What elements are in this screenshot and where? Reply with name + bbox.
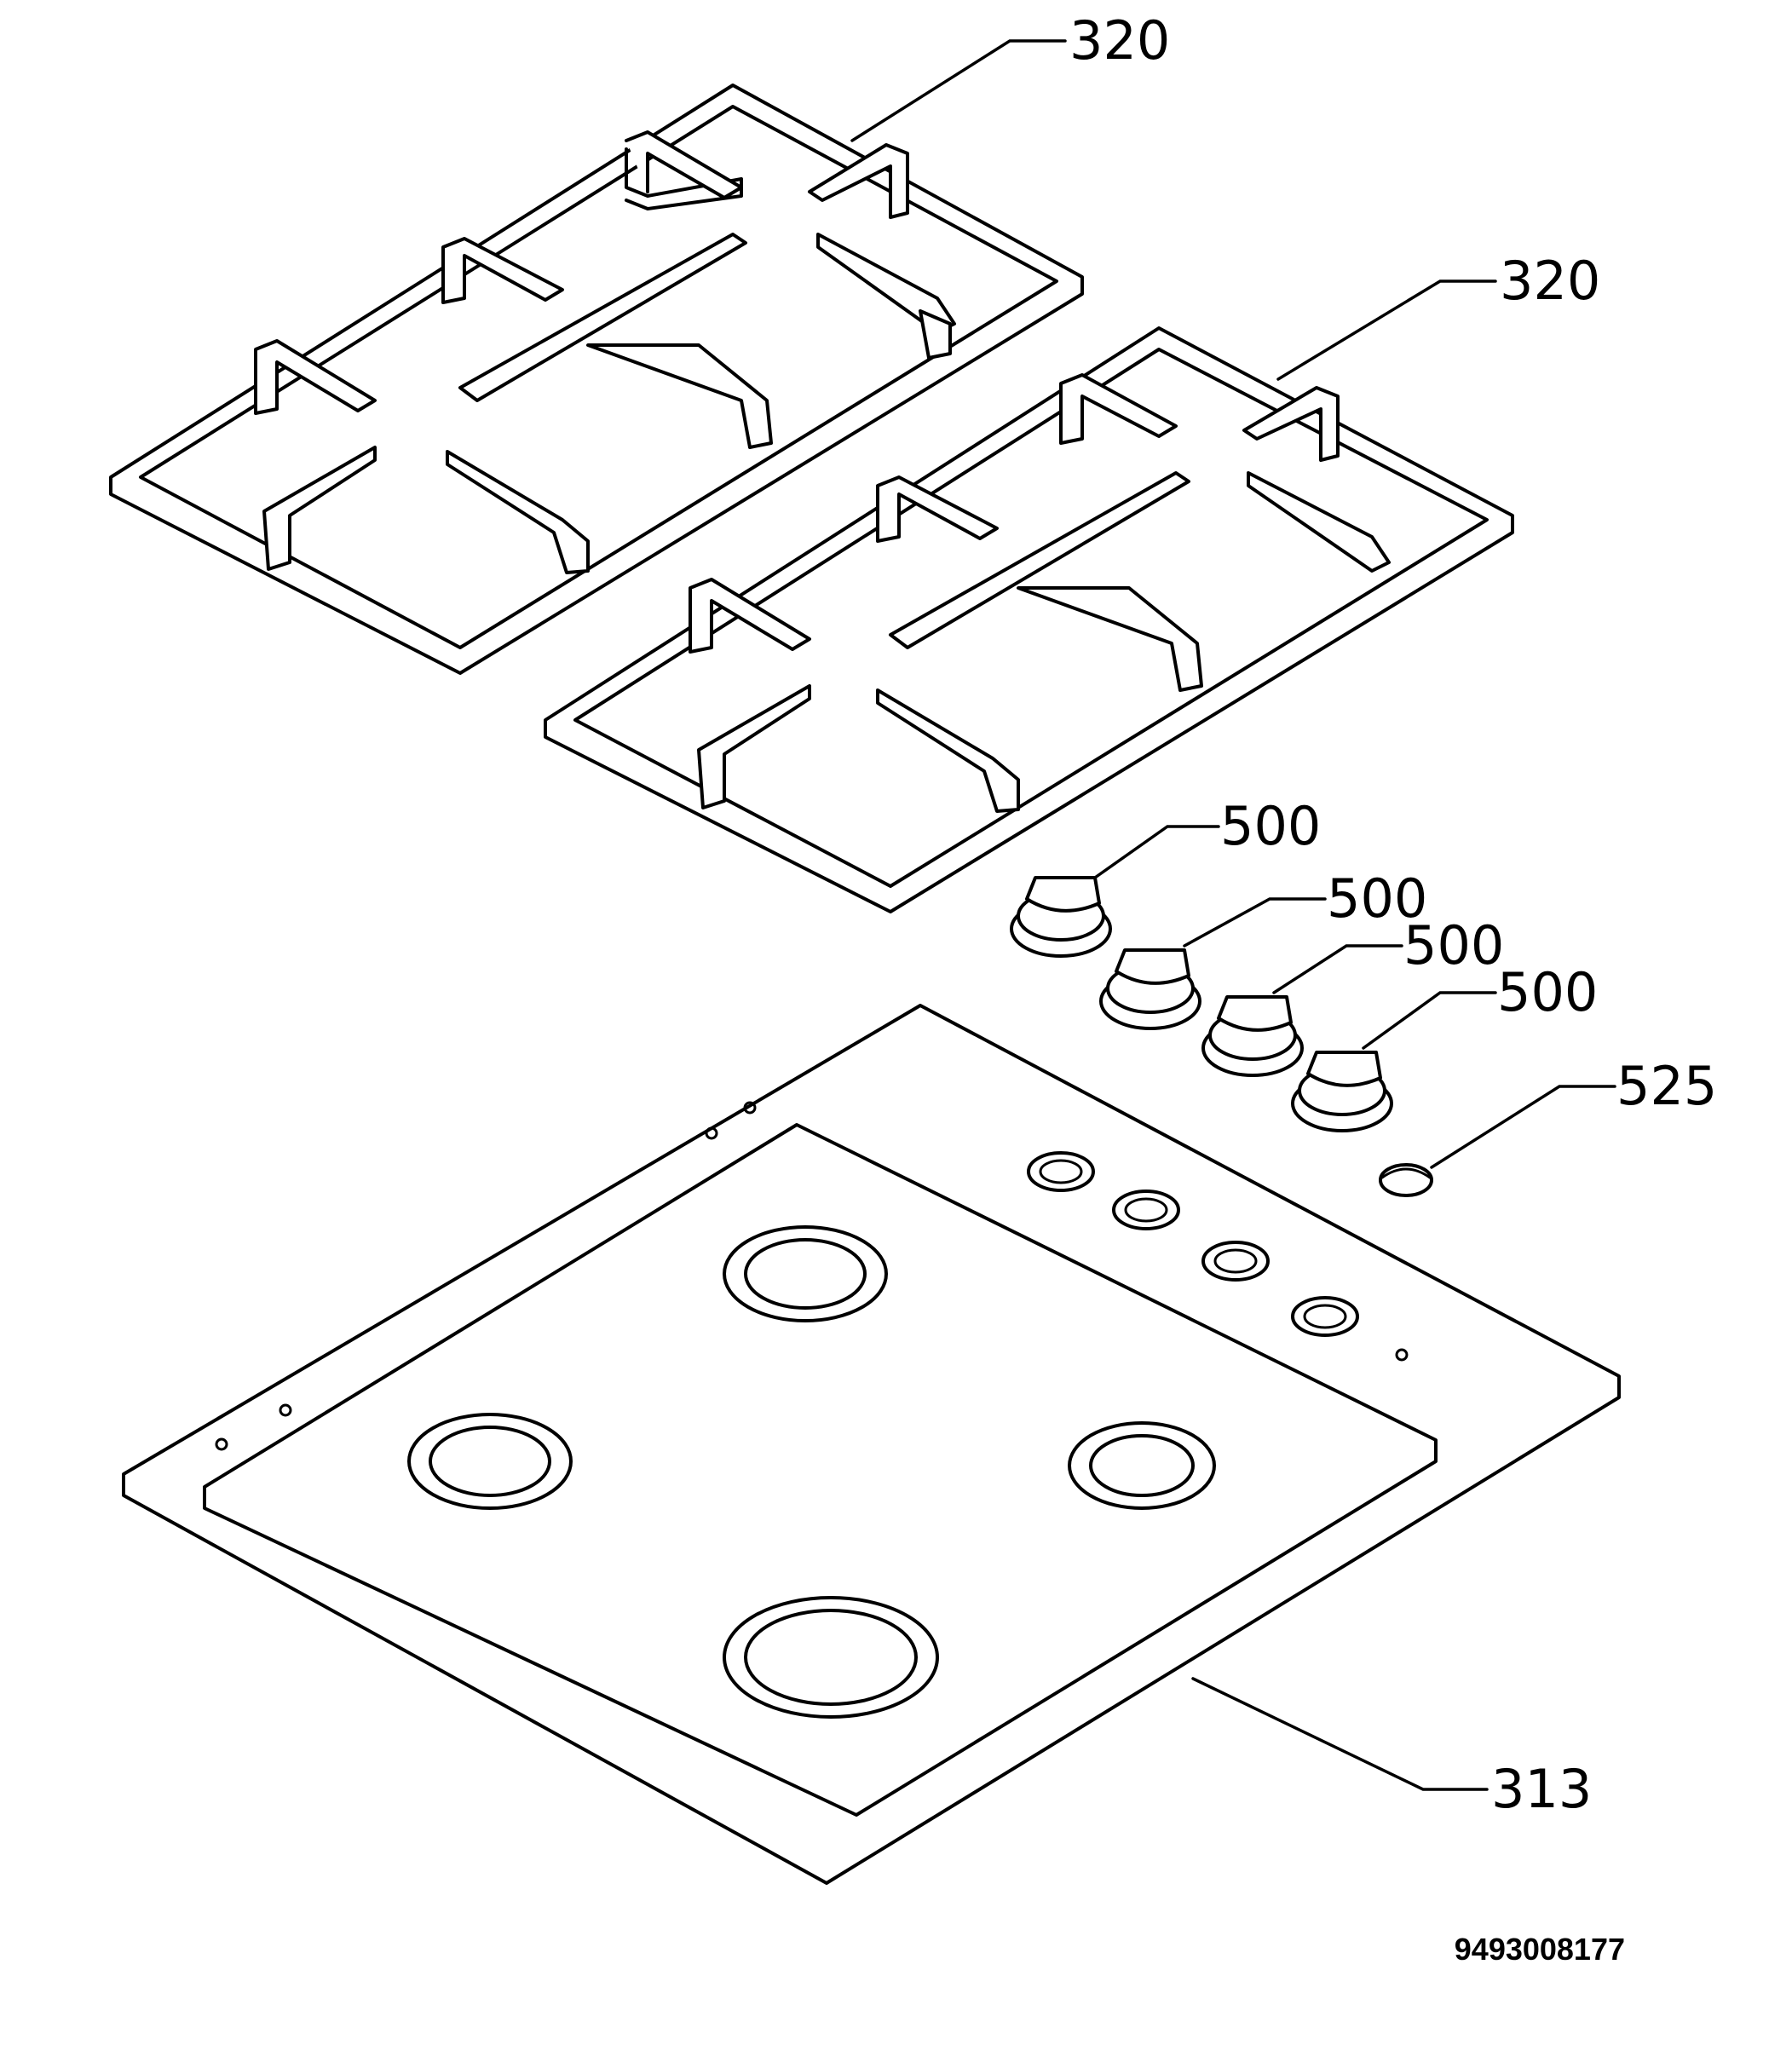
callout-label-knob-3: 500: [1403, 914, 1504, 976]
callout-label-grate-right: 320: [1500, 250, 1600, 312]
control-knob-4: [1291, 1051, 1393, 1132]
callout-label-knob-1: 500: [1220, 795, 1321, 857]
control-knob-3: [1201, 995, 1304, 1077]
pan-support-right: [544, 326, 1514, 913]
callout-label-grate-left: 320: [1069, 9, 1170, 72]
callout-leaders: [850, 39, 1616, 1791]
drawing-number: 9493008177: [1455, 1932, 1625, 1967]
control-knob-2: [1099, 948, 1201, 1030]
control-knob-1: [1010, 876, 1112, 958]
hob-top-plate: [122, 1004, 1621, 1885]
callout-label-hob-top: 313: [1491, 1758, 1592, 1820]
ignition-button: [1379, 1163, 1433, 1197]
pan-support-left: [109, 84, 1084, 675]
callout-label-knob-4: 500: [1497, 961, 1598, 1023]
callout-label-knob-2: 500: [1327, 867, 1427, 930]
callout-label-button: 525: [1616, 1055, 1717, 1117]
